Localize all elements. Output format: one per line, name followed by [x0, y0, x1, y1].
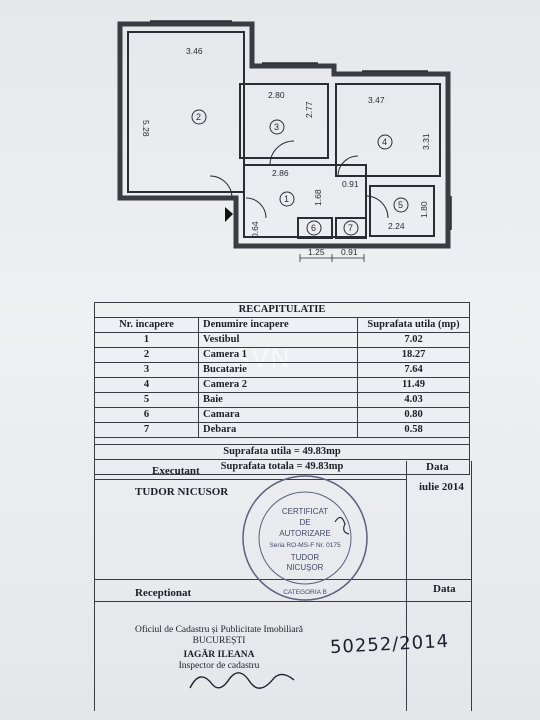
room-nr: 6 [94, 407, 199, 423]
office-line: Inspector de cadastru [178, 661, 260, 671]
room-number: 6 [311, 223, 316, 233]
room-nr: 5 [94, 392, 199, 408]
dim-label: 5.28 [141, 120, 151, 137]
office-line: IAGĂR ILEANA [183, 650, 255, 660]
room-number: 4 [382, 137, 387, 147]
signature-mark [334, 516, 350, 535]
executant-name: TUDOR NICUSOR [135, 486, 229, 498]
date-label: Data [426, 461, 449, 473]
dim-label: 1.80 [419, 201, 429, 218]
room-area: 7.64 [357, 362, 470, 378]
total-util: Suprafata utila = 49.83mp [94, 444, 470, 460]
table-row: 1 Vestibul 7.02 [94, 332, 470, 348]
room-nr: 1 [94, 332, 199, 348]
dim-label: 2.24 [388, 221, 405, 231]
recap-table: RECAPITULATIE Nr. incapere Denumire inca… [94, 302, 470, 475]
col-header: Nr. incapere [94, 317, 199, 333]
executant-label: Executant [152, 465, 200, 477]
room-number: 5 [398, 200, 403, 210]
spacer [94, 437, 470, 445]
receptionat-label: Receptionat [135, 587, 192, 599]
table-row: 5 Baie 4.03 [94, 392, 470, 408]
room-area: 11.49 [357, 377, 470, 393]
stamp-text: TUDOR [291, 553, 320, 562]
signature-block [94, 461, 472, 711]
inspector-signature [189, 672, 295, 689]
stamp-text: Seria RO-MS-F Nr. 0175 [269, 542, 341, 549]
stamp-text: AUTORIZARE [279, 529, 330, 538]
dim-label: 1.25 [308, 247, 325, 257]
room-name: Camera 2 [198, 377, 358, 393]
table-row: 3 Bucatarie 7.64 [94, 362, 470, 378]
room-nr: 7 [94, 422, 199, 438]
floor-plan-drawing: 3.46 5.28 2.80 2.77 3.47 3.31 2.86 1.68 … [117, 20, 452, 262]
dim-label: 2.77 [304, 101, 314, 118]
stamp-text: DE [299, 518, 310, 527]
room-name: Vestibul [198, 332, 358, 348]
table-row: 7 Debara 0.58 [94, 422, 470, 438]
date-label: Data [433, 583, 456, 595]
room-number: 2 [196, 112, 201, 122]
room-area: 18.27 [357, 347, 470, 363]
room-number: 7 [348, 223, 353, 233]
recap-title: RECAPITULATIE [94, 302, 470, 318]
room-name: Baie [198, 392, 358, 408]
room-area: 4.03 [357, 392, 470, 408]
stamp-text: CERTIFICAT [282, 507, 328, 516]
dim-label: 2.80 [268, 90, 285, 100]
table-row: 2 Camera 1 18.27 [94, 347, 470, 363]
room-nr: 2 [94, 347, 199, 363]
dim-label: 0.91 [341, 247, 358, 257]
room-number: 3 [274, 122, 279, 132]
dim-label: 3.47 [368, 95, 385, 105]
dim-label: 2.86 [272, 168, 289, 178]
office-line: Oficiul de Cadastru și Publicitate Imobi… [134, 625, 304, 635]
room-name: Debara [198, 422, 358, 438]
dim-label: 1.68 [313, 189, 323, 206]
table-row: 4 Camera 2 11.49 [94, 377, 470, 393]
floor-plan: 3.46 5.28 2.80 2.77 3.47 3.31 2.86 1.68 … [0, 0, 540, 290]
col-header: Denumire incapere [198, 317, 358, 333]
room-area: 0.58 [357, 422, 470, 438]
dim-label: 3.46 [186, 46, 203, 56]
total-totala: Suprafata totala = 49.83mp [94, 459, 470, 475]
room-area: 7.02 [357, 332, 470, 348]
office-stamp: Oficiul de Cadastru și Publicitate Imobi… [119, 625, 319, 672]
office-line: BUCUREȘTI [192, 636, 246, 646]
stamp-text: NICUŞOR [287, 563, 324, 572]
date-value: iulie 2014 [419, 481, 464, 493]
room-nr: 4 [94, 377, 199, 393]
table-row: 6 Camara 0.80 [94, 407, 470, 423]
room-name: Bucatarie [198, 362, 358, 378]
room-name: Camara [198, 407, 358, 423]
room-name: Camera 1 [198, 347, 358, 363]
dim-label: 0.91 [342, 179, 359, 189]
dim-label: 3.31 [421, 133, 431, 150]
room-area: 0.80 [357, 407, 470, 423]
room-nr: 3 [94, 362, 199, 378]
room-number: 1 [284, 194, 289, 204]
col-header: Suprafata utila (mp) [357, 317, 470, 333]
stamp-text: CATEGORIA B [283, 589, 327, 596]
dim-label: 0.64 [250, 221, 260, 238]
authorization-stamp: CERTIFICAT DE AUTORIZARE Seria RO-MS-F N… [242, 475, 368, 601]
